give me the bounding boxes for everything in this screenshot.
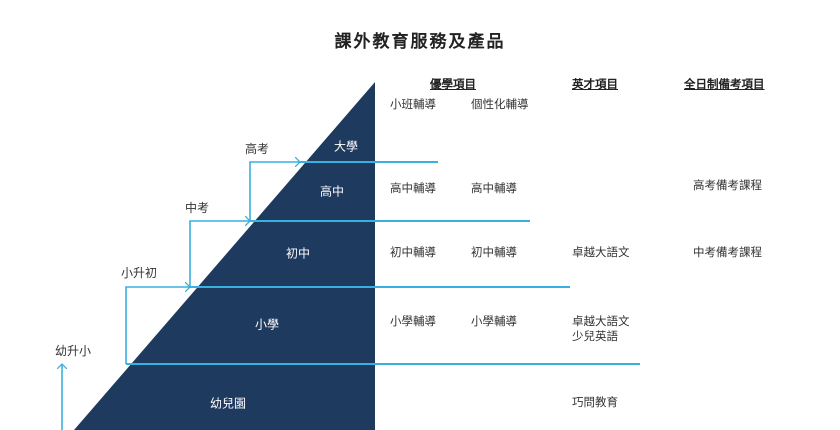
service-junior-high-premium-b: 初中輔導: [471, 245, 517, 259]
service-junior-high-premium-a: 初中輔導: [390, 245, 436, 259]
level-university: 大學: [333, 139, 359, 154]
level-junior-high: 初中: [285, 246, 311, 261]
arrow-gaokao: [249, 162, 300, 221]
header-fulltime: 全日制備考項目: [684, 77, 765, 91]
service-university-premium-a: 小班輔導: [390, 97, 436, 111]
service-senior-high-fulltime: 高考備考課程: [693, 178, 762, 192]
service-junior-high-talent: 卓越大語文: [572, 245, 630, 259]
arrow-xiaoshengchu: [125, 287, 190, 364]
service-university-premium-b: 個性化輔導: [471, 97, 529, 111]
label-youshengxiao: 幼升小: [55, 344, 92, 358]
header-talent: 英才項目: [572, 77, 618, 91]
arrow-zhongkao: [189, 221, 250, 287]
pyramid-shape: [74, 82, 375, 430]
service-senior-high-premium-b: 高中輔導: [471, 181, 517, 195]
level-primary: 小學: [254, 317, 280, 332]
page-title: 課外教育服務及產品: [334, 32, 506, 52]
level-senior-high: 高中: [319, 184, 345, 199]
service-kindergarten-talent: 巧問教育: [572, 395, 618, 409]
service-senior-high-premium-a: 高中輔導: [390, 181, 436, 195]
service-junior-high-fulltime: 中考備考課程: [693, 245, 762, 259]
header-premium: 優學項目: [430, 77, 476, 91]
label-xiaoshengchu: 小升初: [121, 266, 158, 280]
label-gaokao: 高考: [245, 142, 270, 156]
service-primary-talent: 卓越大語文 少兒英語: [572, 314, 630, 343]
label-zhongkao: 中考: [185, 201, 210, 215]
service-primary-premium-a: 小學輔導: [390, 314, 436, 328]
service-primary-premium-b: 小學輔導: [471, 314, 517, 328]
level-kindergarten: 幼兒園: [209, 396, 247, 411]
